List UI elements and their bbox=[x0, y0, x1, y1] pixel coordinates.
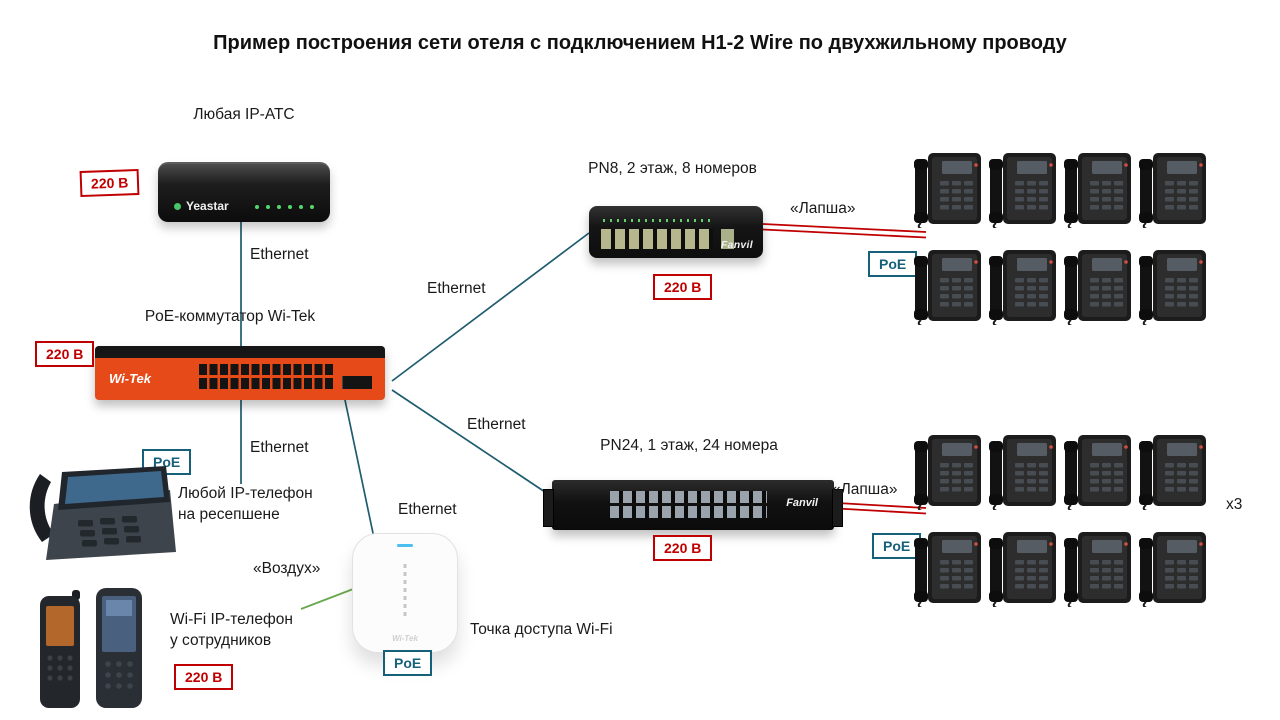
desk-phone-icon bbox=[1063, 152, 1132, 228]
wire-lapsha-pn8-a bbox=[762, 223, 927, 233]
desk-phone-icon bbox=[1063, 434, 1132, 510]
ap-brand: Wi-Tek bbox=[392, 634, 418, 643]
pbx-power-badge: 220 В bbox=[79, 168, 140, 198]
core-switch-brand: Wi-Tek bbox=[109, 371, 152, 386]
core-power-badge: 220 В bbox=[35, 341, 95, 368]
multiplier-label: x3 bbox=[1226, 496, 1243, 513]
core-switch-sfp-ports bbox=[342, 376, 372, 389]
pn24-label: PN24, 1 этаж, 24 номера bbox=[600, 437, 778, 454]
pn8-label: PN8, 2 этаж, 8 номеров bbox=[588, 160, 757, 177]
ethernet-label-pn24: Ethernet bbox=[467, 416, 526, 433]
reception-ip-phone bbox=[29, 466, 176, 560]
desk-phone-icon bbox=[988, 249, 1057, 325]
pn8-led-strip bbox=[603, 219, 713, 222]
desk-phone-icon bbox=[1138, 249, 1207, 325]
desk-phone-icon bbox=[1138, 434, 1207, 510]
pn24-phone-group bbox=[913, 430, 1208, 607]
pn24-ports bbox=[610, 491, 767, 521]
pbx-brand-text: Yeastar bbox=[186, 199, 229, 213]
pn8-poe-badge: PoE bbox=[868, 251, 918, 278]
desk-phone-icon bbox=[1138, 152, 1207, 228]
wifi-access-point-device: Wi-Tek bbox=[352, 533, 458, 653]
pn8-switch-device: Fanvil bbox=[589, 206, 763, 258]
pbx-brand: Yeastar bbox=[174, 199, 229, 213]
desk-phone-icon bbox=[988, 531, 1057, 607]
pn8-phone-group bbox=[913, 148, 1208, 325]
desk-phone-icon bbox=[988, 152, 1057, 228]
pn24-switch-device: Fanvil bbox=[543, 480, 843, 530]
wifi-power-badge: 220 В bbox=[174, 664, 234, 691]
pbx-logo-dot bbox=[174, 202, 181, 210]
access-point-label: Точка доступа Wi-Fi bbox=[470, 621, 613, 638]
desk-phone-icon bbox=[1063, 249, 1132, 325]
core-switch-ports bbox=[199, 364, 335, 391]
pn8-uplink-port bbox=[721, 229, 734, 249]
desk-phone-icon bbox=[913, 152, 982, 228]
wire-core-to-ap bbox=[344, 399, 375, 539]
core-poe-switch-device: Wi-Tek bbox=[95, 346, 385, 400]
desk-phone-icon bbox=[913, 531, 982, 607]
desk-phone-icon bbox=[1063, 531, 1132, 607]
ethernet-label-ap: Ethernet bbox=[398, 501, 457, 518]
wire-core-to-pn8 bbox=[391, 232, 590, 382]
pn24-brand: Fanvil bbox=[786, 497, 818, 509]
wire-core-to-pn24 bbox=[391, 389, 561, 503]
wifi-phone-label: Wi-Fi IP-телефон у сотрудников bbox=[170, 611, 293, 649]
diagram-title: Пример построения сети отеля с подключен… bbox=[213, 32, 1067, 54]
lapsha-label-pn8: «Лапша» bbox=[790, 200, 856, 217]
pn8-power-badge: 220 В bbox=[653, 274, 713, 301]
lapsha-label-pn24: «Лапша» bbox=[832, 481, 898, 498]
ap-vent-slot bbox=[403, 564, 407, 620]
pbx-label: Любая IP-АТС bbox=[193, 106, 295, 123]
ap-status-led bbox=[397, 544, 413, 547]
core-switch-label: PoE-коммутатор Wi-Tek bbox=[144, 308, 316, 325]
desk-phone-icon bbox=[1138, 531, 1207, 607]
desk-phone-icon bbox=[913, 249, 982, 325]
ethernet-label-pbx: Ethernet bbox=[250, 246, 309, 263]
reception-phone-label: Любой IP-телефон на ресепшене bbox=[178, 485, 313, 523]
ip-pbx-device: Yeastar bbox=[158, 162, 330, 222]
air-link-label: «Воздух» bbox=[253, 560, 321, 577]
desk-phone-icon bbox=[988, 434, 1057, 510]
pn24-power-badge: 220 В bbox=[653, 535, 713, 562]
desk-phone-icon bbox=[913, 434, 982, 510]
ap-poe-badge: PoE bbox=[383, 650, 433, 677]
ethernet-label-reception: Ethernet bbox=[250, 439, 309, 456]
pn8-brand: Fanvil bbox=[720, 239, 753, 251]
pbx-led-strip bbox=[255, 205, 314, 209]
ethernet-label-pn8: Ethernet bbox=[427, 280, 486, 297]
wire-lapsha-pn8-b bbox=[762, 228, 927, 239]
pn24-poe-badge: PoE bbox=[872, 533, 922, 560]
pn8-ports bbox=[601, 229, 713, 249]
wifi-handset-phones bbox=[40, 588, 142, 708]
